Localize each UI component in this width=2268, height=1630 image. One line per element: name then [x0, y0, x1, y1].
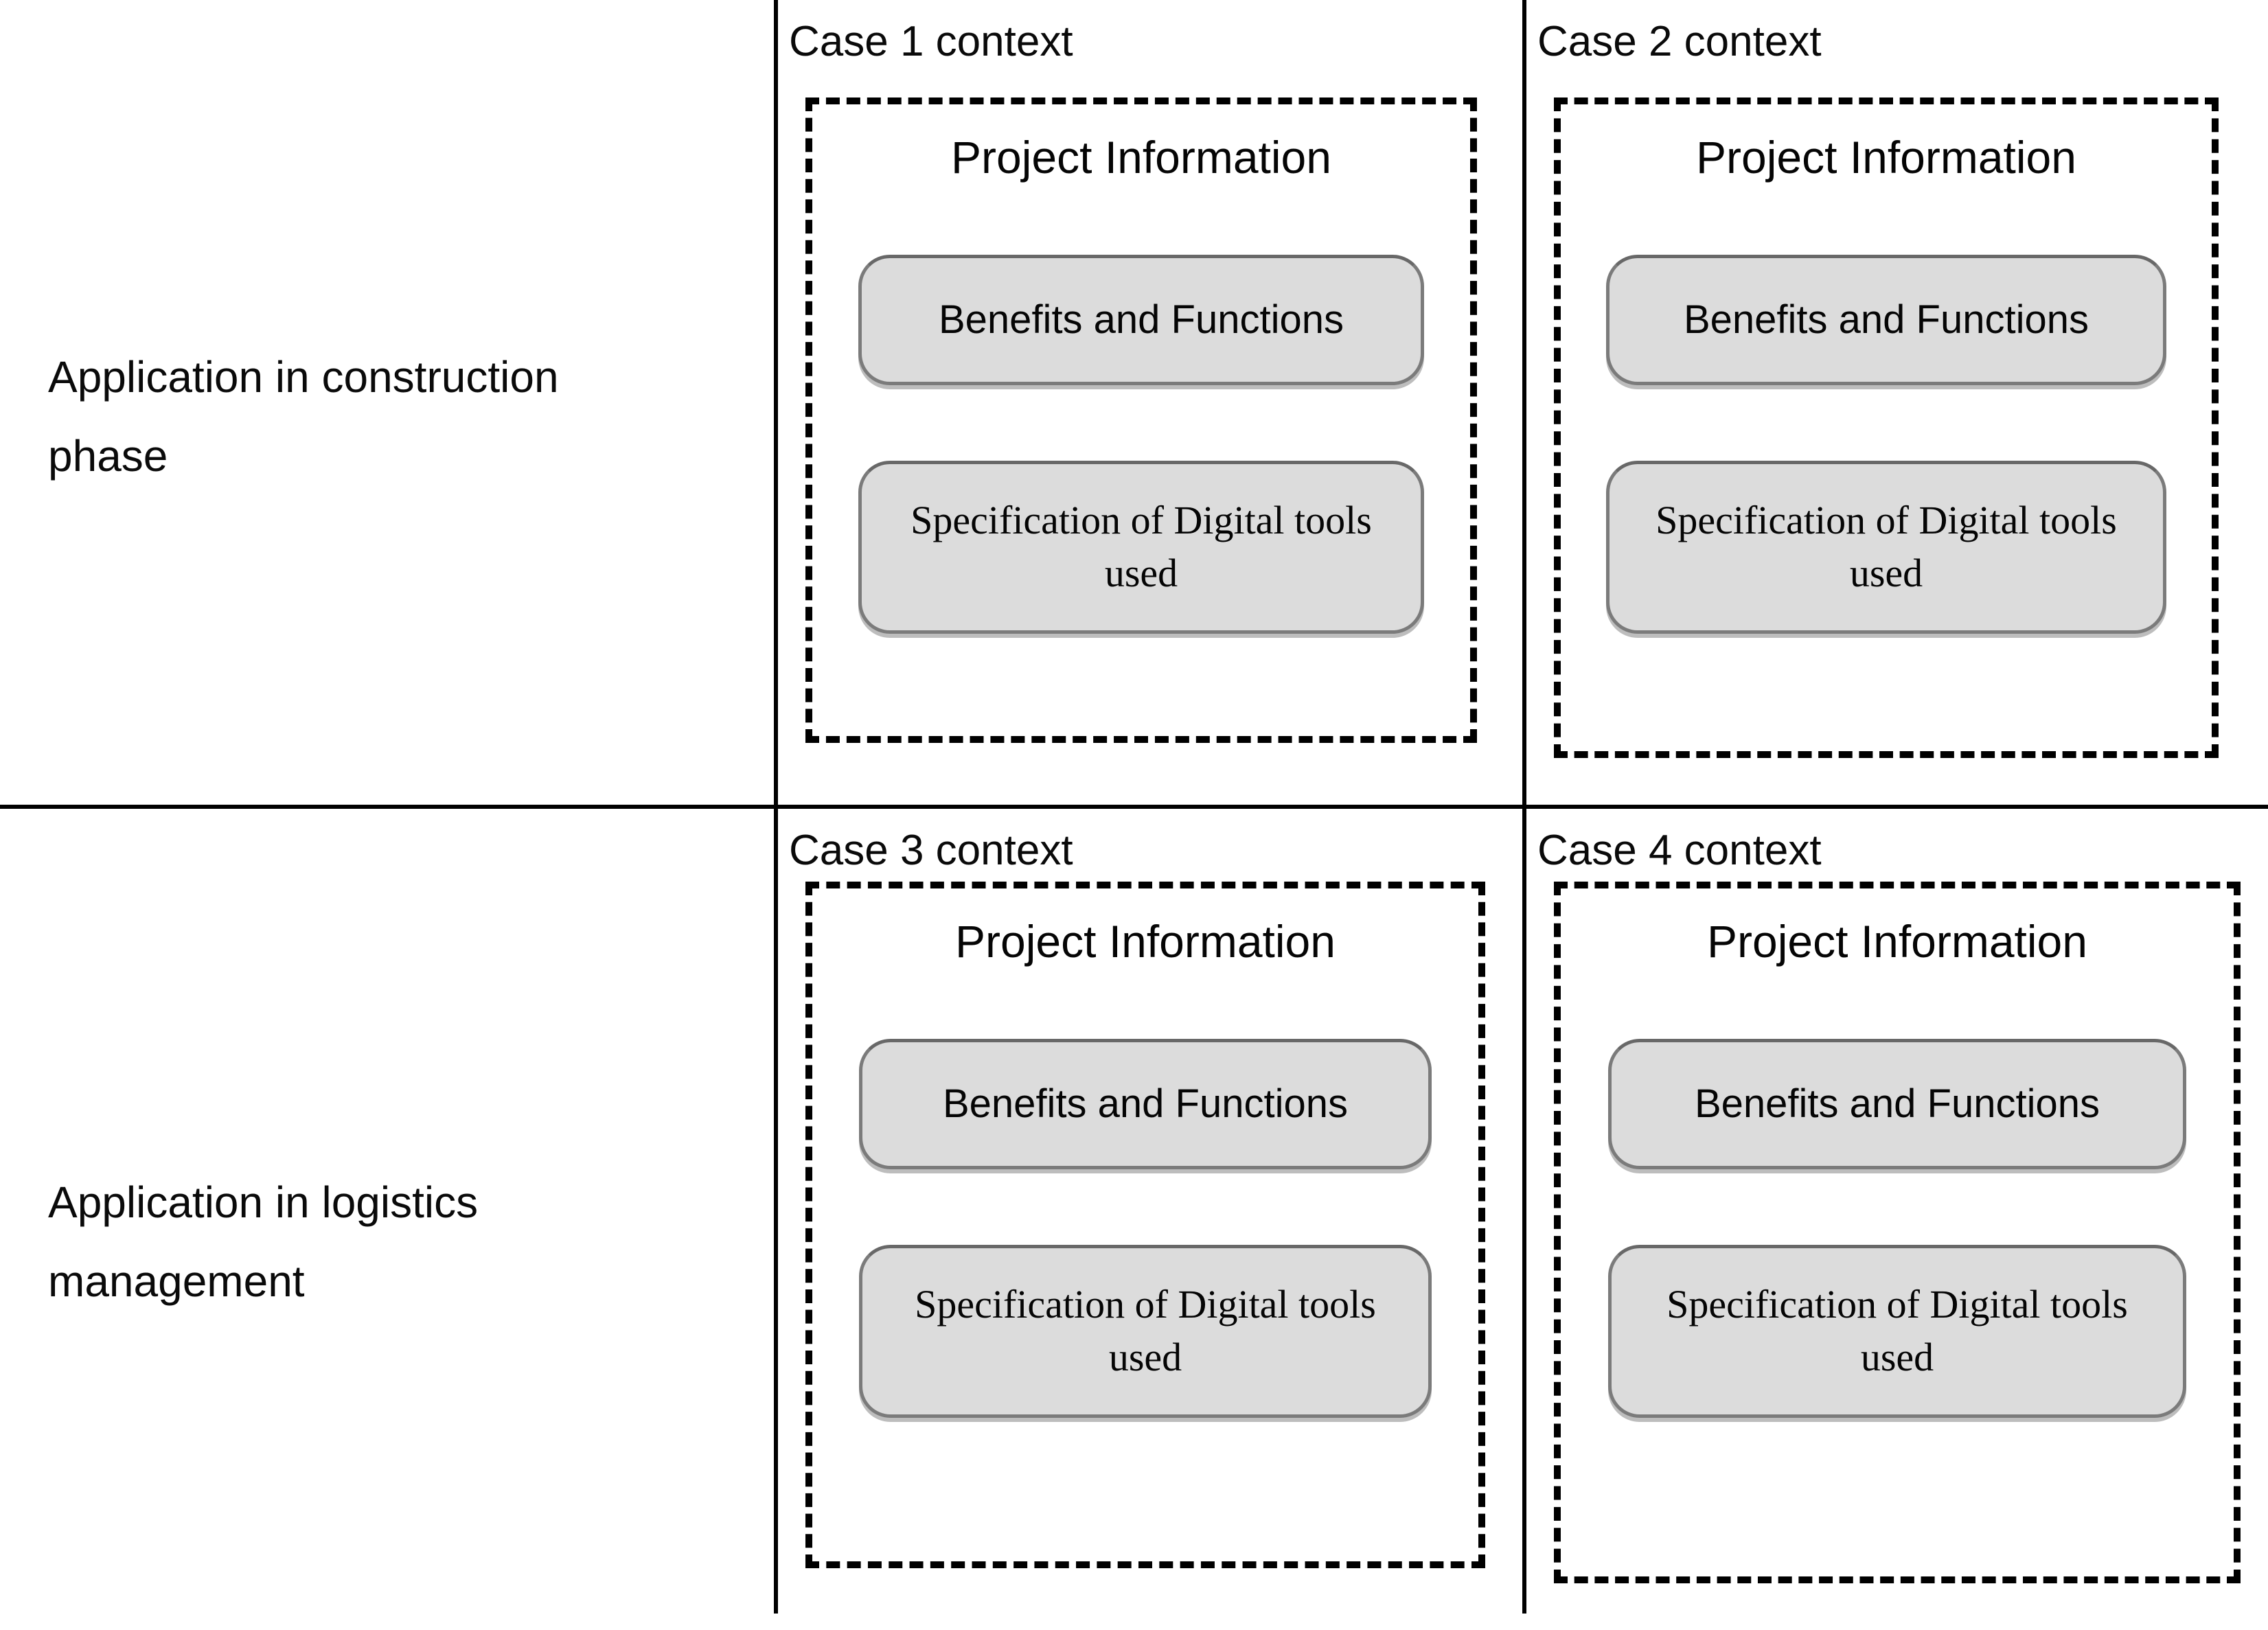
- case-1-panel: Case 1 context Project Information Benef…: [778, 0, 1522, 805]
- case-4-panel: Case 4 context Project Information Benef…: [1526, 809, 2268, 1630]
- row-divider-line: [0, 805, 2268, 809]
- case-2-context-box: Project Information Benefits and Functio…: [1554, 97, 2219, 759]
- digital-tools-label: Specification of Digital tools used: [915, 1282, 1376, 1379]
- project-information-heading: Project Information: [951, 132, 1331, 183]
- digital-tools-box: Specification of Digital tools used: [1607, 1244, 2187, 1418]
- case-3-context-box: Project Information Benefits and Functio…: [805, 882, 1485, 1569]
- case-2-title: Case 2 context: [1537, 18, 1822, 65]
- benefits-functions-label: Benefits and Functions: [942, 1081, 1349, 1127]
- case-1-title: Case 1 context: [789, 18, 1073, 65]
- digital-tools-box: Specification of Digital tools used: [858, 1244, 1432, 1418]
- case-4-title: Case 4 context: [1537, 827, 1822, 874]
- project-information-heading: Project Information: [1707, 916, 2087, 967]
- row-label-logistics-management: Application in logistics management: [48, 1178, 479, 1306]
- benefits-functions-box: Benefits and Functions: [858, 254, 1424, 385]
- benefits-functions-label: Benefits and Functions: [938, 297, 1344, 343]
- row-label-construction-phase: Application in construction phase: [48, 352, 559, 481]
- digital-tools-box: Specification of Digital tools used: [1606, 460, 2166, 634]
- benefits-functions-box: Benefits and Functions: [858, 1038, 1432, 1169]
- benefits-functions-box: Benefits and Functions: [1607, 1038, 2187, 1169]
- case-2-panel: Case 2 context Project Information Benef…: [1526, 0, 2268, 805]
- project-information-heading: Project Information: [1696, 132, 2076, 183]
- benefits-functions-label: Benefits and Functions: [1694, 1081, 2100, 1127]
- digital-tools-box: Specification of Digital tools used: [858, 460, 1424, 634]
- case-3-title: Case 3 context: [789, 827, 1073, 874]
- benefits-functions-box: Benefits and Functions: [1606, 254, 2166, 385]
- digital-tools-label: Specification of Digital tools used: [910, 498, 1372, 595]
- benefits-functions-label: Benefits and Functions: [1683, 297, 2089, 343]
- digital-tools-label: Specification of Digital tools used: [1656, 498, 2117, 595]
- case-1-context-box: Project Information Benefits and Functio…: [805, 97, 1477, 744]
- digital-tools-label: Specification of Digital tools used: [1666, 1282, 2128, 1379]
- project-information-heading: Project Information: [955, 916, 1336, 967]
- case-4-context-box: Project Information Benefits and Functio…: [1554, 882, 2241, 1584]
- case-3-panel: Case 3 context Project Information Benef…: [778, 809, 1522, 1630]
